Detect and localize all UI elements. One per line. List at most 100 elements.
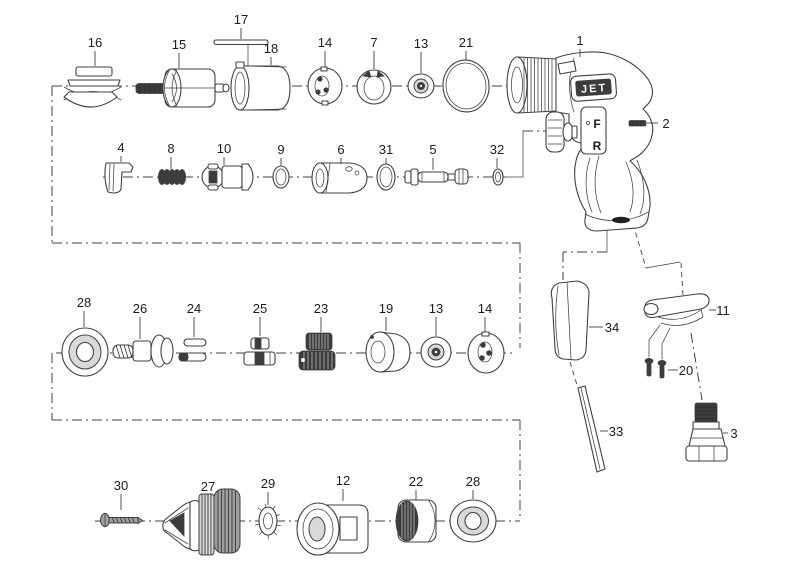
svg-text:34: 34 [605,320,619,335]
assembly-axis-lines [51,85,703,522]
part-cylinder-18 [230,61,291,111]
part-governor-16 [63,66,122,108]
callout-28-front: 28 [466,474,480,499]
callout-9: 9 [277,142,285,166]
callout-13-front: 13 [414,36,428,73]
svg-text:17: 17 [234,12,248,27]
callout-23: 23 [314,301,328,332]
svg-text:3: 3 [730,426,737,441]
forward-reverse-selector: F R [545,106,607,155]
svg-text:7: 7 [370,35,377,50]
callout-17: 17 [234,12,248,39]
part-gears-23 [298,332,336,371]
part-bearing-plate-7 [356,69,392,105]
part-oring-31 [376,163,396,191]
callout-27: 27 [201,479,215,500]
callouts: 16 15 17 18 14 7 13 21 1 2 4 8 10 9 6 31… [77,12,738,510]
part-bearing-13-rear [420,336,452,368]
part-end-plate-14-rear [467,331,505,374]
svg-text:5: 5 [429,142,436,157]
part-rollers-25 [243,337,276,366]
part-spindle-26 [112,334,174,368]
svg-text:13: 13 [414,36,428,51]
svg-text:12: 12 [336,473,350,488]
callout-15: 15 [172,37,186,68]
callout-6: 6 [337,142,345,164]
part-bearing-28-rear [61,327,109,377]
part-ring-gear-19 [365,331,411,373]
svg-text:18: 18 [264,41,278,56]
callout-4: 4 [117,140,125,162]
brand-logo-text: JET [581,82,608,96]
part-trigger-4 [104,162,134,194]
part-oring-32 [492,168,504,186]
svg-text:26: 26 [133,301,147,316]
svg-text:14: 14 [318,35,332,50]
callout-21: 21 [459,35,473,60]
part-spring-8 [157,169,186,185]
svg-text:21: 21 [459,35,473,50]
svg-text:11: 11 [716,303,730,318]
svg-text:6: 6 [337,142,344,157]
svg-text:10: 10 [217,141,231,156]
svg-text:8: 8 [167,141,174,156]
callout-10: 10 [217,141,231,165]
part-end-plate-14-front [307,66,343,106]
callout-26: 26 [133,301,147,339]
callout-33: 33 [600,424,623,439]
callout-20: 20 [668,363,693,378]
part-oring-21 [442,59,490,113]
svg-text:29: 29 [261,476,275,491]
part-clutch-gear-22 [395,499,437,543]
part-rotor-15 [135,68,230,108]
part-chuck-27 [162,488,241,556]
svg-text:13: 13 [429,301,443,316]
svg-text:25: 25 [253,301,267,316]
callout-5: 5 [429,142,437,170]
svg-text:4: 4 [117,140,124,155]
callout-32: 32 [490,142,504,168]
svg-text:23: 23 [314,301,328,316]
svg-text:16: 16 [88,35,102,50]
callout-22: 22 [409,474,423,500]
callout-25: 25 [253,301,267,336]
part-valve-stem-5 [404,168,469,186]
callout-31: 31 [379,142,393,164]
callout-16: 16 [88,35,102,66]
callout-13-rear: 13 [429,301,443,336]
svg-text:24: 24 [187,301,201,316]
selector-reverse-label: R [593,139,602,153]
nose-threads [506,56,557,114]
part-inlet-bushing-3 [685,402,728,462]
part-screws-20 [644,324,671,379]
part-bearing-28-front [449,499,497,543]
part-rod-33 [577,385,606,473]
part-gear-case-12 [296,502,369,556]
part-pin-17 [213,39,269,67]
callout-24: 24 [187,301,201,337]
part-washer-29 [255,503,281,539]
part-screw-30 [100,513,144,528]
callout-11: 11 [709,303,730,318]
part-oring-9 [272,165,290,189]
callout-7: 7 [370,35,378,69]
part-bearing-13-front [407,73,435,99]
svg-text:27: 27 [201,479,215,494]
callout-14-rear: 14 [478,301,492,332]
exhaust-slot [612,216,630,224]
callout-12: 12 [336,473,350,501]
part-hanger-plate-11 [643,293,710,326]
callout-14-front: 14 [318,35,332,67]
callout-28-rear: 28 [77,295,91,327]
svg-text:31: 31 [379,142,393,157]
svg-text:33: 33 [609,424,623,439]
callout-18: 18 [264,41,278,65]
callout-34: 34 [589,320,619,335]
svg-text:28: 28 [466,474,480,489]
callout-8: 8 [167,141,175,169]
callout-30: 30 [114,478,128,510]
svg-text:15: 15 [172,37,186,52]
jet-logo-badge: JET [570,73,617,102]
